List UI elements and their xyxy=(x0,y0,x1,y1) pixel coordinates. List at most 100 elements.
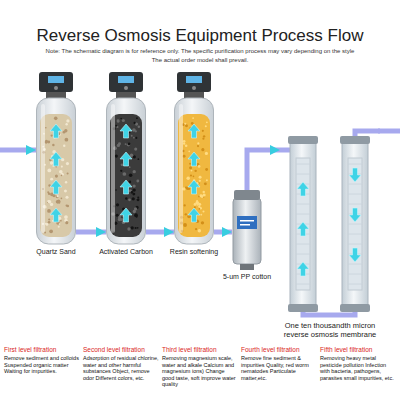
media-grain xyxy=(189,163,191,165)
media-grain xyxy=(136,117,138,119)
note-text: Removing magnesium scale, water and alka… xyxy=(162,355,238,388)
roll-line xyxy=(296,284,310,285)
media-grain xyxy=(183,223,187,227)
tank-shape xyxy=(174,72,214,245)
media-grain xyxy=(197,142,199,144)
media-grain xyxy=(189,166,192,169)
note-text: First level filtration xyxy=(4,346,80,354)
control-head xyxy=(39,72,73,92)
tank-collar xyxy=(184,92,204,98)
media-grain xyxy=(48,193,51,196)
end-cap xyxy=(288,136,318,144)
pipe-connector xyxy=(214,230,232,235)
media-grain xyxy=(192,117,194,119)
end-cap xyxy=(340,304,370,312)
media-grain xyxy=(188,150,190,152)
media-grain xyxy=(199,180,201,182)
media-grain xyxy=(201,148,204,151)
roll-line xyxy=(348,184,362,185)
media-grain xyxy=(116,214,119,217)
media-grain xyxy=(64,129,67,132)
media-grain xyxy=(66,162,69,165)
membrane-shape xyxy=(280,128,380,318)
media-grain xyxy=(55,175,58,178)
flow-arrow xyxy=(50,152,62,166)
note-text: Third level filtration xyxy=(162,346,238,354)
media-grain xyxy=(136,216,138,218)
note-text: Removing heavy metal pesticide pollution… xyxy=(320,355,396,381)
equipment-label: Activated Carbon xyxy=(99,248,153,255)
inlet-pipe xyxy=(0,148,36,153)
cartridge-base xyxy=(240,264,254,270)
media-grain xyxy=(137,198,140,201)
roll-line xyxy=(296,214,310,215)
media-grain xyxy=(133,210,136,213)
media-grain xyxy=(48,221,51,224)
membrane-roll xyxy=(348,158,362,290)
roll-line xyxy=(348,194,362,195)
media-grain xyxy=(133,170,136,173)
media-grain xyxy=(133,137,135,139)
tank-collar xyxy=(46,92,66,98)
media-grain xyxy=(47,169,51,173)
flow-arrow xyxy=(188,180,200,194)
note-text: Adsorption of residual chlorine, water a… xyxy=(83,355,159,381)
media-grain xyxy=(64,215,68,219)
media-grain xyxy=(202,148,204,150)
media-grain xyxy=(202,130,204,132)
flow-arrow xyxy=(50,124,62,138)
media-grain xyxy=(195,228,197,230)
pipe-connector xyxy=(76,230,106,235)
media-grain xyxy=(57,199,61,203)
media-grain xyxy=(63,145,65,147)
media-grain xyxy=(125,143,127,145)
media-grain xyxy=(132,184,135,187)
pipe-connector xyxy=(146,230,174,235)
control-screen xyxy=(48,76,64,83)
media-grain xyxy=(121,163,124,166)
note-text: Fifth level filtration xyxy=(320,346,396,354)
media-grain xyxy=(185,124,188,127)
media-grain xyxy=(190,174,192,176)
media-grain xyxy=(122,119,125,122)
outlet-pipe xyxy=(378,129,400,134)
control-head xyxy=(177,72,211,92)
roll-line xyxy=(296,204,310,205)
media-grain xyxy=(117,119,120,122)
media-grain xyxy=(67,172,69,174)
tank-shape xyxy=(106,72,146,245)
media-grain xyxy=(132,188,135,191)
media-grain xyxy=(137,196,139,198)
media-grain xyxy=(203,193,206,196)
media-grain xyxy=(186,176,189,179)
media-grain xyxy=(46,223,49,226)
tank-highlight xyxy=(179,104,183,233)
media-grain xyxy=(118,142,121,145)
label-stripe xyxy=(240,220,254,222)
media-grain xyxy=(65,196,68,199)
flow-arrow xyxy=(188,208,200,222)
flow-arrow xyxy=(297,222,309,236)
control-knob xyxy=(124,86,128,90)
media-grain xyxy=(120,118,122,120)
flow-arrow xyxy=(188,124,200,138)
cartridge-label xyxy=(237,216,257,229)
equipment-node: Resin softening xyxy=(174,72,214,245)
media-grain xyxy=(50,161,53,164)
media-grain xyxy=(129,132,131,134)
cartridge-shape xyxy=(232,190,262,270)
media-grain xyxy=(185,213,187,215)
media-grain xyxy=(45,141,48,144)
media-grain xyxy=(196,204,198,206)
media-grain xyxy=(206,179,208,181)
end-cap xyxy=(288,304,318,312)
flow-arrow xyxy=(349,168,361,182)
roll-line xyxy=(348,274,362,275)
roll-line xyxy=(348,224,362,225)
pipe xyxy=(280,148,290,153)
media-grain xyxy=(193,176,195,178)
flow-arrow xyxy=(349,208,361,222)
media-grain xyxy=(66,119,69,122)
pipe xyxy=(303,312,355,315)
